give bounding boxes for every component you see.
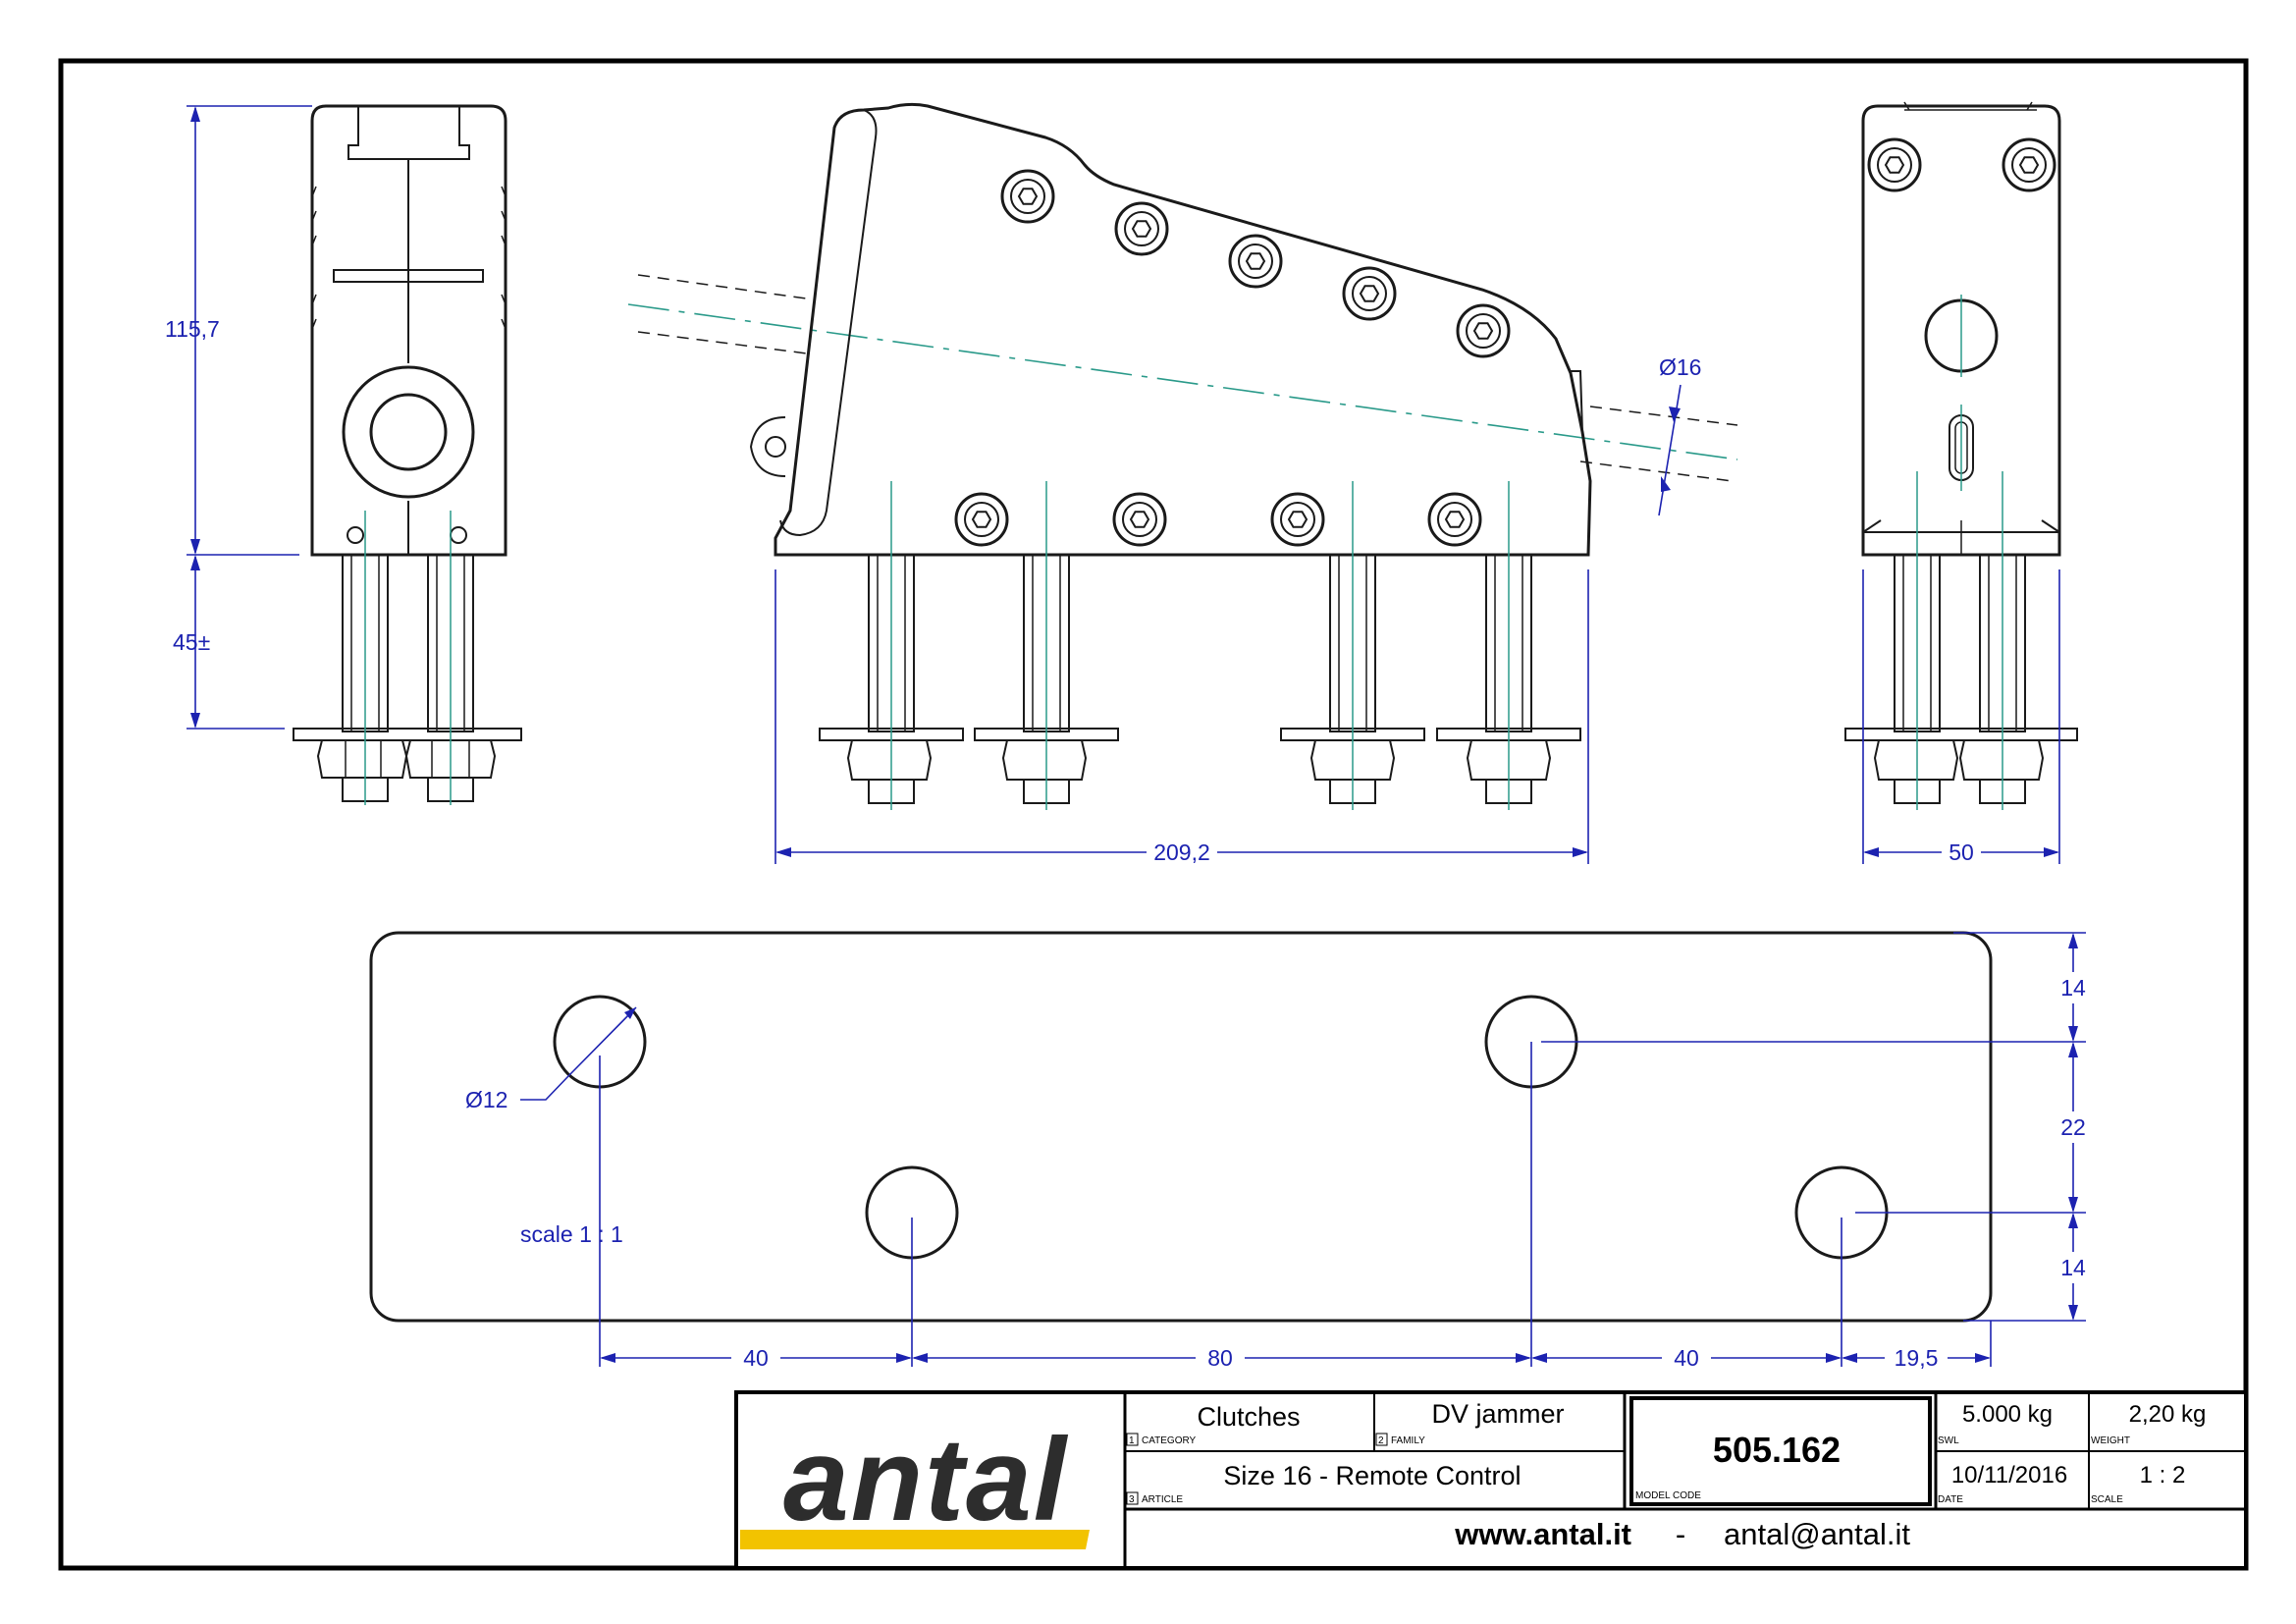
height-lower-label: 45± xyxy=(173,629,210,655)
family-value: DV jammer xyxy=(1431,1399,1564,1429)
title-block: antal Clutches 1 CATEGORY DV jammer 2 FA… xyxy=(734,1390,2248,1570)
length-dimension: 209,2 xyxy=(774,569,1589,865)
contact-separator: - xyxy=(1676,1517,1685,1551)
front-view xyxy=(293,104,522,805)
height-upper-label: 115,7 xyxy=(165,316,220,342)
antal-logo: antal xyxy=(740,1414,1090,1549)
scale-label: SCALE xyxy=(2091,1494,2123,1505)
family-label: FAMILY xyxy=(1391,1435,1425,1446)
article-number: 3 xyxy=(1129,1494,1135,1505)
article-label: ARTICLE xyxy=(1142,1494,1183,1505)
edge-offset-label: 19,5 xyxy=(1895,1345,1939,1371)
model-code-label: MODEL CODE xyxy=(1635,1490,1701,1501)
end-view xyxy=(1844,101,2078,810)
rope-diameter-dimension: Ø16 xyxy=(1658,354,1701,516)
base-plate-view: Ø12 scale 1 : 1 xyxy=(369,931,2086,1367)
spacing-dimensions: 40 80 40 19,5 xyxy=(600,1345,1991,1371)
hole-diameter-label: Ø12 xyxy=(465,1087,507,1112)
width-label: 50 xyxy=(1949,839,1974,865)
weight-label: WEIGHT xyxy=(2091,1435,2130,1446)
date-value: 10/11/2016 xyxy=(1951,1462,2067,1489)
length-label: 209,2 xyxy=(1153,839,1210,865)
category-number: 1 xyxy=(1129,1435,1135,1446)
weight-value: 2,20 kg xyxy=(2129,1401,2207,1428)
logo-text: antal xyxy=(783,1414,1069,1545)
website-link[interactable]: www.antal.it xyxy=(1454,1517,1631,1551)
width-dimension: 50 xyxy=(1862,569,2060,865)
swl-value: 5.000 kg xyxy=(1962,1401,2053,1428)
spacing-middle-label: 80 xyxy=(1207,1345,1233,1371)
article-value: Size 16 - Remote Control xyxy=(1223,1461,1521,1490)
offset-top-label: 14 xyxy=(2060,975,2086,1001)
rope-diameter-label: Ø16 xyxy=(1659,354,1701,380)
scale-note: scale 1 : 1 xyxy=(520,1221,623,1247)
side-view xyxy=(627,102,1738,810)
date-label: DATE xyxy=(1938,1494,1963,1505)
swl-label: SWL xyxy=(1938,1435,1959,1446)
offset-dimensions: 14 22 14 xyxy=(2060,933,2086,1321)
height-dimensions: 115,7 45± xyxy=(165,105,312,730)
category-value: Clutches xyxy=(1197,1402,1300,1432)
scale-value: 1 : 2 xyxy=(2140,1462,2186,1489)
model-code-value: 505.162 xyxy=(1713,1430,1841,1470)
sheet-border xyxy=(58,58,2249,1571)
offset-middle-label: 22 xyxy=(2060,1114,2086,1140)
category-label: CATEGORY xyxy=(1142,1435,1197,1446)
family-number: 2 xyxy=(1378,1435,1384,1446)
spacing-left-label: 40 xyxy=(743,1345,769,1371)
offset-bottom-label: 14 xyxy=(2060,1255,2086,1280)
email-link[interactable]: antal@antal.it xyxy=(1724,1517,1910,1551)
spacing-right-label: 40 xyxy=(1674,1345,1699,1371)
